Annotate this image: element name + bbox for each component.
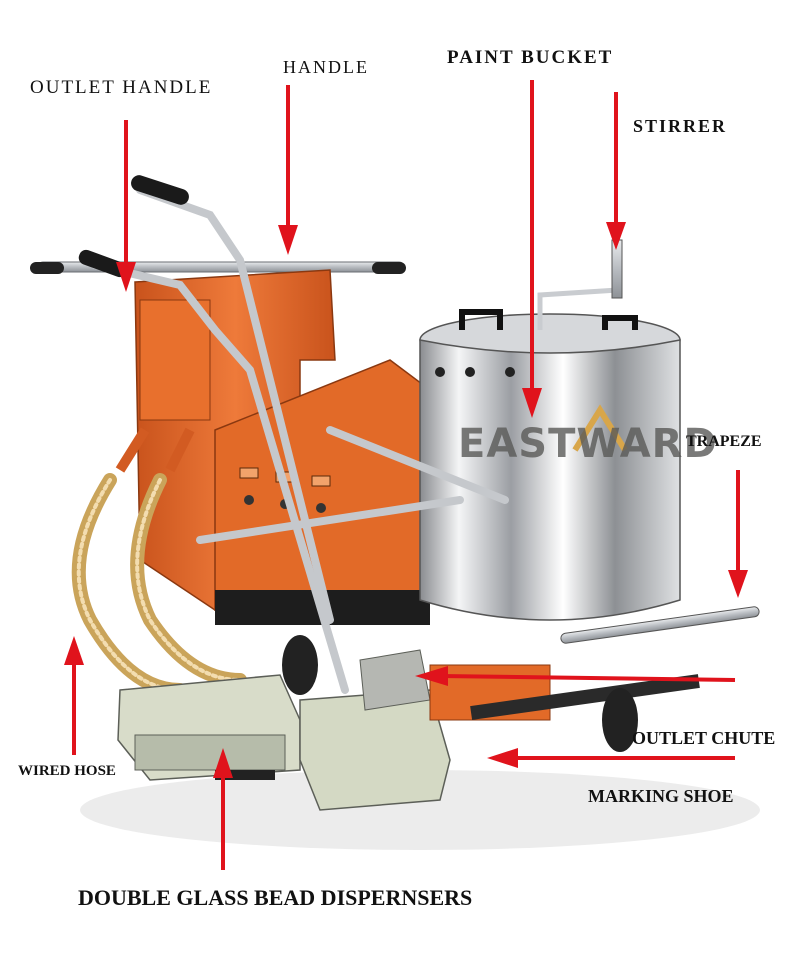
label-paint-bucket: PAINT BUCKET xyxy=(447,47,614,68)
arrow-dispensers xyxy=(213,748,233,870)
outlet-handle-grip xyxy=(78,249,127,278)
arrow-stirrer xyxy=(606,92,626,250)
arrow-handle xyxy=(278,85,298,255)
wired-hoses xyxy=(71,473,247,697)
label-double-glass-bead-dispensers: DOUBLE GLASS BEAD DISPERNSERS xyxy=(78,885,473,910)
label-stirrer: STIRRER xyxy=(633,116,728,136)
handle-grip xyxy=(131,175,189,205)
label-outlet-chute: OUTLET CHUTE xyxy=(632,728,776,748)
label-marking-shoe: MARKING SHOE xyxy=(588,786,734,806)
glass-bead-dispenser xyxy=(117,674,301,781)
arrow-outlet-handle xyxy=(116,120,136,292)
arrow-paint-bucket xyxy=(522,80,542,418)
ground-shadow xyxy=(80,770,760,850)
label-outlet-handle: OUTLET HANDLE xyxy=(30,77,213,98)
label-handle: HANDLE xyxy=(283,57,369,77)
paint-bucket xyxy=(419,239,681,621)
arrow-wired-hose xyxy=(64,636,84,755)
pointer-arrows xyxy=(64,80,748,870)
arrow-marking-shoe xyxy=(487,748,735,768)
trapeze-bar xyxy=(282,606,760,752)
marking-shoe xyxy=(299,649,551,811)
label-wired-hose: WIRED HOSE xyxy=(18,763,116,779)
brand-watermark: EASTWARD xyxy=(458,421,718,467)
label-trapeze: TRAPEZE xyxy=(686,433,762,450)
arrow-outlet-chute xyxy=(415,666,736,686)
arrow-trapeze xyxy=(728,470,748,598)
